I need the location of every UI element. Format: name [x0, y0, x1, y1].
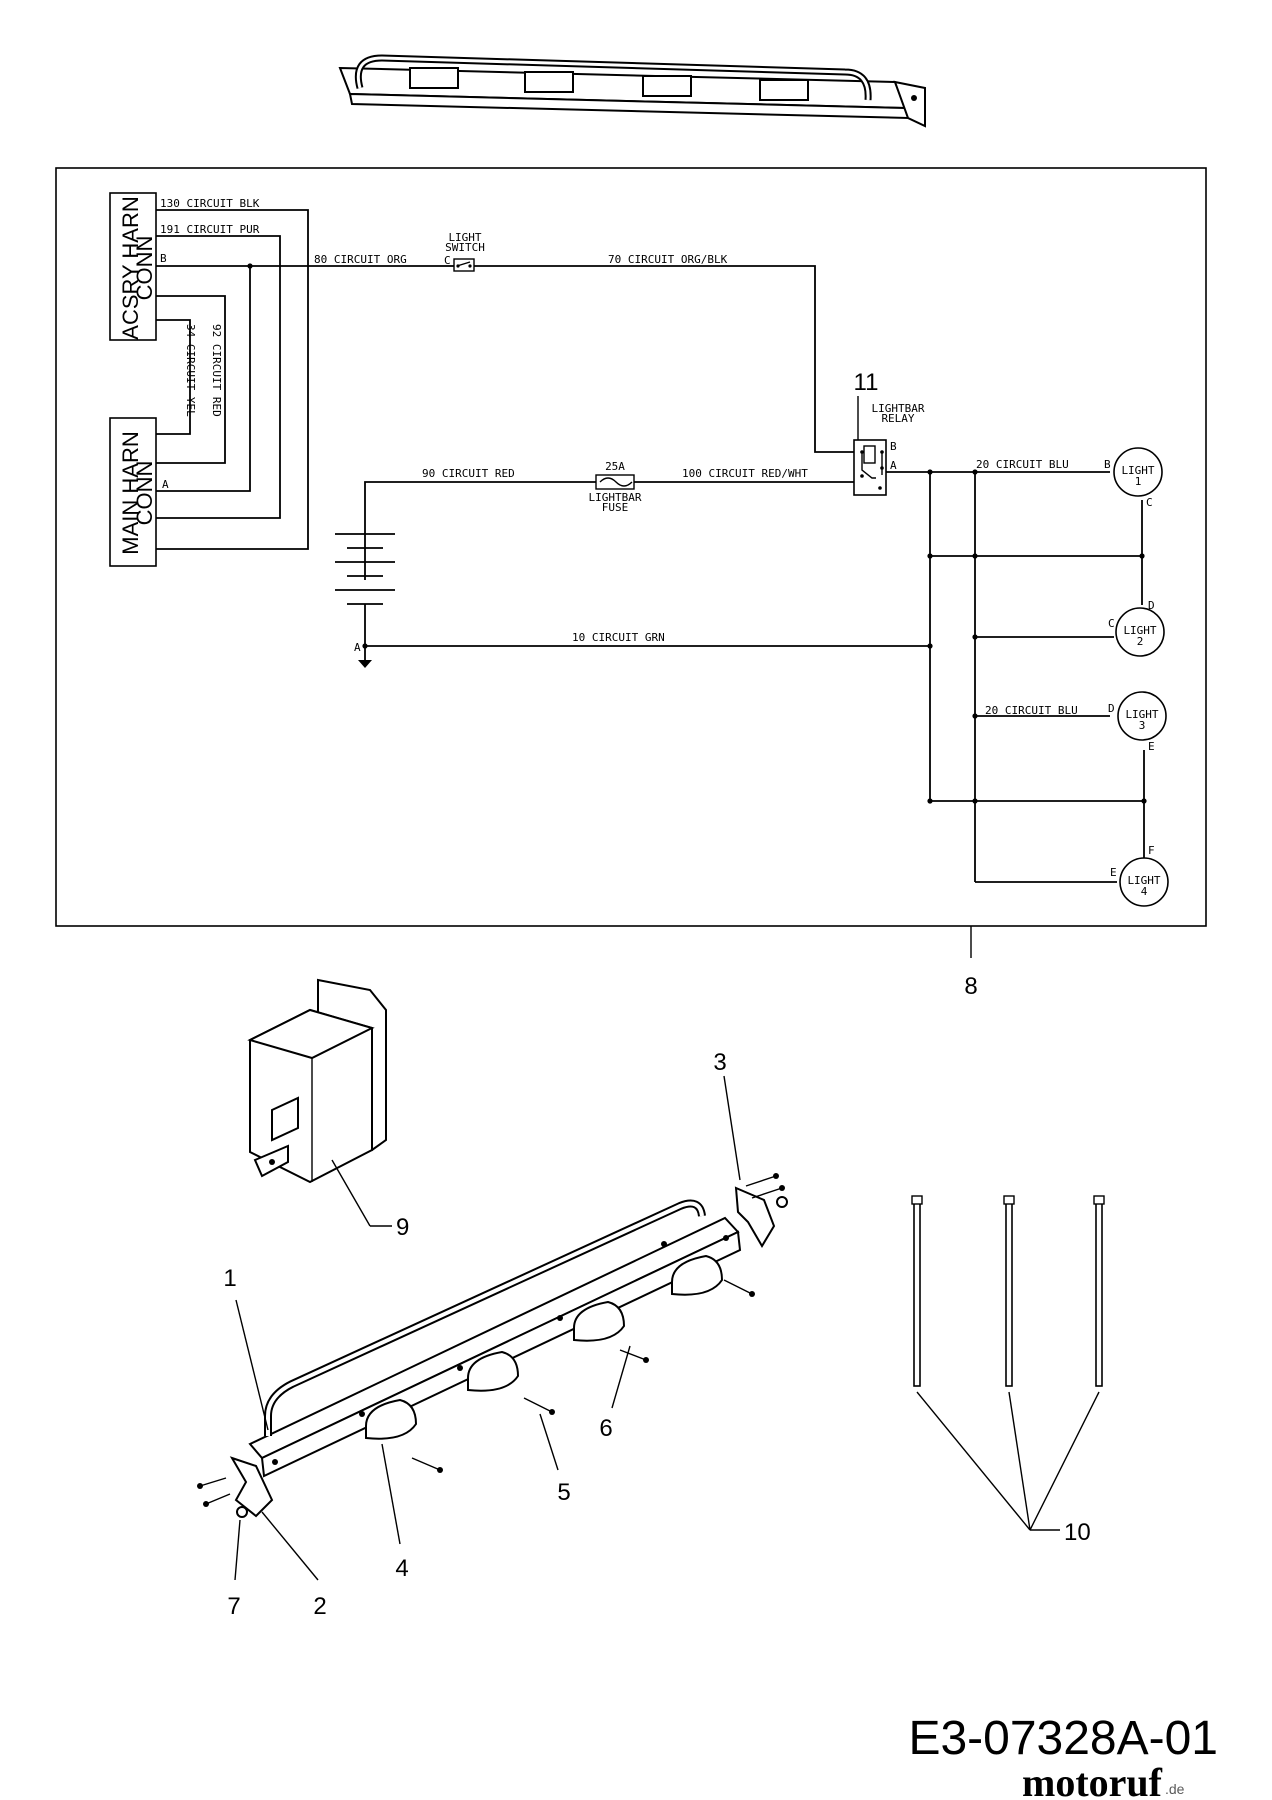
lightbar-assembly — [197, 1173, 788, 1518]
relay-box-part-9: 9 — [247, 978, 409, 1241]
wire-label-34: 34 CIRCUIT YEL — [184, 324, 197, 417]
terminal-light2-c: C — [1108, 617, 1115, 630]
light-3-label: LIGHT — [1125, 708, 1158, 721]
light-4-label: LIGHT — [1127, 874, 1160, 887]
light-switch: LIGHT SWITCH — [445, 231, 485, 272]
wire-label-20a: 20 CIRCUIT BLU — [976, 458, 1069, 471]
callout-7: 7 — [227, 1593, 240, 1620]
terminal-main-a: A — [162, 478, 169, 491]
light-4-number: 4 — [1141, 885, 1148, 898]
main-conn-line2: CONN — [132, 461, 157, 526]
wire-label-100: 100 CIRCUIT RED/WHT — [682, 467, 808, 480]
relay-label-line2: RELAY — [881, 412, 914, 425]
wire-label-92: 92 CIRCUIT RED — [210, 324, 223, 417]
light-1: LIGHT 1 — [1113, 447, 1163, 497]
battery-symbol — [335, 533, 395, 668]
light-2-number: 2 — [1137, 635, 1144, 648]
terminal-light3-e: E — [1148, 740, 1155, 753]
acsry-harness-connector: ACSRY HARN CONN — [109, 192, 157, 341]
light-2-label: LIGHT — [1123, 624, 1156, 637]
callout-5: 5 — [557, 1479, 570, 1506]
main-conn-line1: MAIN HARN — [118, 431, 143, 554]
wire-label-70: 70 CIRCUIT ORG/BLK — [608, 253, 728, 266]
lightbar-top-illustration — [338, 54, 926, 128]
wire-label-191: 191 CIRCUIT PUR — [160, 223, 260, 236]
wire-harness-part-10: 10 — [911, 1195, 1105, 1546]
lights-bus-wiring — [886, 469, 1147, 883]
callout-6: 6 — [599, 1415, 612, 1442]
callout-leaders — [234, 1075, 741, 1581]
terminal-light1-c: C — [1146, 496, 1153, 509]
terminal-light2-d: D — [1148, 599, 1155, 612]
schematic-frame — [55, 167, 1207, 927]
callout-4: 4 — [395, 1555, 408, 1582]
wire-label-130: 130 CIRCUIT BLK — [160, 197, 260, 210]
light-1-number: 1 — [1135, 475, 1142, 488]
wire-labels: 130 CIRCUIT BLK 191 CIRCUIT PUR 80 CIRCU… — [160, 197, 1078, 717]
acsry-conn-line1: ACSRY HARN — [118, 196, 143, 339]
terminal-light4-f: F — [1148, 844, 1155, 857]
relay-label-line1: LIGHTBAR — [872, 402, 925, 415]
terminal-light3-d: D — [1108, 702, 1115, 715]
lightbar-relay: LIGHTBAR RELAY — [853, 402, 925, 496]
wire-label-20b: 20 CIRCUIT BLU — [985, 704, 1078, 717]
harness-wires — [156, 209, 440, 550]
brand-suffix: .de — [1165, 1781, 1185, 1797]
main-harness-connector: MAIN HARN CONN — [109, 417, 157, 567]
terminal-letters: B A C B A A B C C D D E E F — [160, 252, 1155, 879]
callout-8: 8 — [964, 973, 977, 1000]
callout-3: 3 — [713, 1049, 726, 1076]
wire-label-10: 10 CIRCUIT GRN — [572, 631, 665, 644]
fuse-label-line2: FUSE — [602, 501, 629, 514]
lightbar-fuse: 25A LIGHTBAR FUSE — [589, 460, 642, 514]
fuse-label-line1: LIGHTBAR — [589, 491, 642, 504]
callout-2: 2 — [313, 1593, 326, 1620]
wire-label-80: 80 CIRCUIT ORG — [314, 253, 407, 266]
light-4: LIGHT 4 — [1119, 857, 1169, 907]
terminal-relay-b: B — [890, 440, 897, 453]
callout-1: 1 — [223, 1265, 236, 1292]
light-3: LIGHT 3 — [1117, 691, 1167, 741]
fuse-rating: 25A — [605, 460, 625, 473]
terminal-light4-e: E — [1110, 866, 1117, 879]
switch-label-line1: LIGHT — [448, 231, 481, 244]
wire-label-90: 90 CIRCUIT RED — [422, 467, 515, 480]
light-2: LIGHT 2 — [1115, 607, 1165, 657]
brand-name: motoruf — [1022, 1760, 1163, 1800]
terminal-relay-a: A — [890, 459, 897, 472]
terminal-acsry-b: B — [160, 252, 167, 265]
switch-label-line2: SWITCH — [445, 241, 485, 254]
light-1-label: LIGHT — [1121, 464, 1154, 477]
light-3-number: 3 — [1139, 719, 1146, 732]
terminal-light1-b: B — [1104, 458, 1111, 471]
acsry-conn-line2: CONN — [132, 236, 157, 301]
terminal-battery-a: A — [354, 641, 361, 654]
callout-9: 9 — [396, 1214, 409, 1241]
brand-watermark: motoruf .de — [1022, 1760, 1185, 1800]
callout-10: 10 — [1064, 1519, 1091, 1546]
document-number: E3-07328A-01 — [908, 1712, 1218, 1765]
callout-11: 11 — [854, 369, 879, 396]
terminal-switch-c: C — [444, 254, 451, 267]
